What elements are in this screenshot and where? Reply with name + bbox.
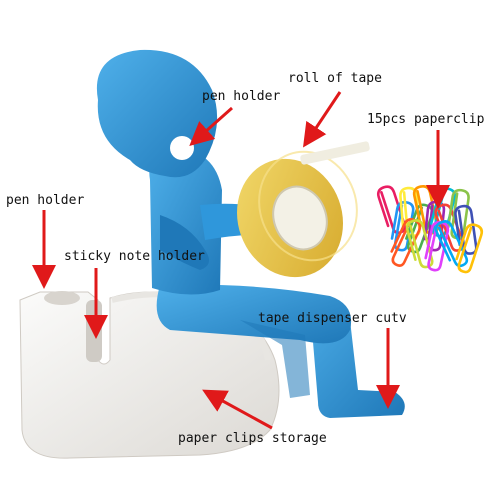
label-sticky-note-holder: sticky note holder bbox=[64, 249, 205, 264]
arrow-paper-clips-storage bbox=[202, 389, 273, 430]
tape-core-rim bbox=[272, 185, 328, 251]
tape-cutter-strip bbox=[300, 141, 370, 165]
arrow-pen-holder-head bbox=[189, 106, 233, 146]
paperclip bbox=[447, 188, 470, 240]
figure-back-leg bbox=[240, 320, 310, 398]
label-tape-cutter: tape dispenser cutv bbox=[258, 311, 407, 326]
paperclip bbox=[455, 223, 484, 274]
sticky-note-slot bbox=[86, 300, 102, 362]
arrows bbox=[32, 91, 450, 430]
tape-roll bbox=[237, 141, 370, 278]
paperclip bbox=[454, 204, 478, 255]
figure-lower-arm bbox=[160, 215, 209, 270]
head-pen-hole bbox=[170, 136, 194, 160]
label-pen-holder-base: pen holder bbox=[6, 193, 85, 208]
arrow-roll-of-tape bbox=[303, 91, 342, 148]
label-paper-clips-storage: paper clips storage bbox=[178, 431, 327, 446]
label-pen-holder-head: pen holder bbox=[202, 89, 281, 104]
blue-figure bbox=[96, 49, 405, 418]
label-paperclip-count: 15pcs paperclip bbox=[367, 112, 485, 127]
figure-thigh bbox=[156, 284, 352, 344]
paperclip-pile bbox=[376, 185, 484, 274]
figure-head bbox=[96, 49, 218, 178]
label-roll-of-tape: roll of tape bbox=[288, 71, 382, 86]
tape-inner bbox=[273, 186, 327, 250]
paperclip bbox=[405, 219, 434, 269]
pen-holder-hole bbox=[44, 291, 80, 305]
tape-edge bbox=[258, 150, 358, 262]
